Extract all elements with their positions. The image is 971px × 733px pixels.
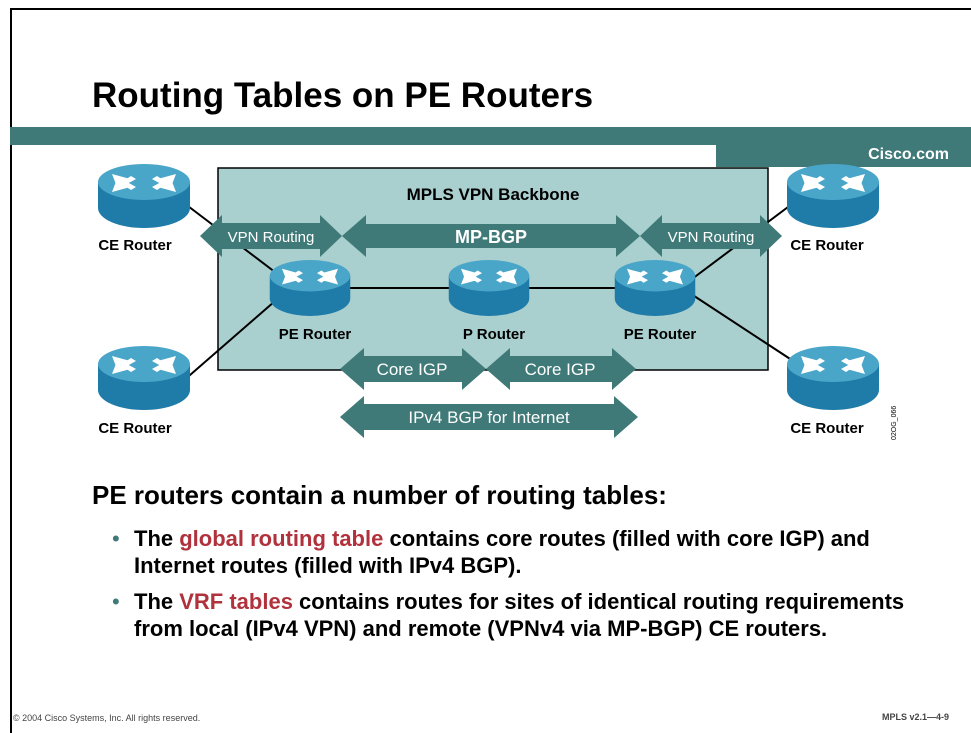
vpn-routing-right-arrow: VPN Routing [640, 215, 782, 257]
bullet-global-routing-table: •The global routing table contains core … [112, 526, 870, 578]
p-router-label: P Router [463, 326, 525, 343]
router-icon [448, 260, 530, 316]
backbone-label: MPLS VPN Backbone [407, 185, 580, 204]
course-id: MPLS v2.1—4-9 [881, 712, 949, 722]
ce-router-right-top-label: CE Router [790, 237, 864, 254]
frame-left-border [10, 8, 12, 733]
ce-router-left-bottom-label: CE Router [98, 420, 172, 437]
vpn-routing-left-label: VPN Routing [228, 229, 315, 246]
router-icon [98, 346, 190, 410]
bullet-vrf-tables: •The VRF tables contains routes for site… [112, 589, 905, 641]
core-igp-left-label: Core IGP [377, 360, 448, 379]
vpn-routing-right-label: VPN Routing [668, 229, 755, 246]
figure-id: 02OG_066 [891, 406, 898, 440]
highlight-vrf-tables: VRF tables [179, 589, 293, 614]
bullet-list: •The global routing table contains core … [112, 525, 942, 651]
frame-top-border [10, 8, 971, 10]
pe-router-right-label: PE Router [624, 326, 697, 343]
router-icon [98, 164, 190, 228]
content-heading: PE routers contain a number of routing t… [92, 480, 667, 510]
highlight-global-routing-table: global routing table [179, 526, 384, 551]
core-igp-left-arrow: Core IGP [340, 348, 486, 390]
router-icon [787, 164, 879, 228]
bullet-dot: • [112, 526, 120, 551]
ipv4-bgp-arrow: IPv4 BGP for Internet [340, 396, 638, 438]
core-igp-right-arrow: Core IGP [486, 348, 636, 390]
ce-router-left-top-label: CE Router [98, 237, 172, 254]
router-icon [614, 260, 696, 316]
router-icon [787, 346, 879, 410]
router-icon [269, 260, 351, 316]
pe-router-left-label: PE Router [279, 326, 352, 343]
brand-label[interactable]: Cisco.com [868, 146, 949, 163]
mp-bgp-arrow: MP-BGP [342, 215, 640, 257]
vpn-routing-left-arrow: VPN Routing [200, 215, 342, 257]
mp-bgp-label: MP-BGP [455, 227, 527, 247]
title-underline-bar [10, 127, 971, 145]
slide-title: Routing Tables on PE Routers [92, 76, 594, 115]
ce-router-right-bottom-label: CE Router [790, 420, 864, 437]
bullet-dot: • [112, 589, 120, 614]
ipv4-bgp-label: IPv4 BGP for Internet [408, 408, 570, 427]
core-igp-right-label: Core IGP [525, 360, 596, 379]
copyright-notice: © 2004 Cisco Systems, Inc. All rights re… [13, 713, 201, 723]
brand-bar: Cisco.com [716, 145, 971, 167]
